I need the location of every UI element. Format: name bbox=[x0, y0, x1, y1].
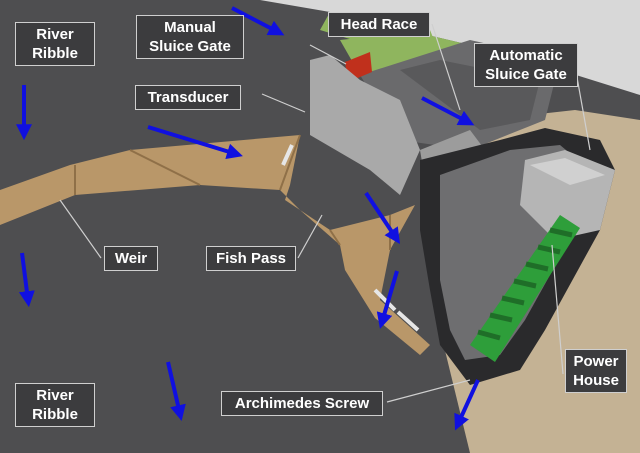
label-line: Ribble bbox=[32, 406, 78, 423]
label-transducer: Transducer bbox=[135, 85, 241, 110]
flow-direction-arrow bbox=[147, 125, 243, 160]
flow-direction-arrow bbox=[231, 6, 285, 36]
label-archimedes-screw: Archimedes Screw bbox=[221, 391, 383, 416]
flow-direction-arrow bbox=[454, 379, 480, 431]
label-power-house: Power House bbox=[565, 349, 627, 393]
power-house-roof bbox=[530, 158, 605, 185]
leader-lines bbox=[59, 23, 591, 403]
weir bbox=[0, 135, 430, 355]
label-river-ribble-bottom: River Ribble bbox=[15, 383, 95, 427]
label-line: Sluice Gate bbox=[485, 66, 567, 83]
label-river-ribble-top: River Ribble bbox=[15, 22, 95, 66]
label-line: Sluice Gate bbox=[149, 38, 231, 55]
flow-direction-arrow bbox=[364, 191, 400, 244]
weir-edges bbox=[74, 134, 391, 250]
flow-direction-arrow bbox=[421, 96, 475, 126]
label-line: Automatic bbox=[489, 47, 563, 64]
label-weir: Weir bbox=[104, 246, 158, 271]
label-line: Ribble bbox=[32, 45, 78, 62]
label-head-race: Head Race bbox=[328, 12, 430, 37]
label-line: House bbox=[573, 372, 619, 389]
label-line: River bbox=[36, 387, 74, 404]
label-manual-sluice-gate: Manual Sluice Gate bbox=[136, 15, 244, 59]
intake-structure bbox=[310, 55, 420, 195]
upper-bank bbox=[260, 0, 640, 95]
flow-direction-arrow bbox=[18, 252, 35, 308]
label-line: River bbox=[36, 26, 74, 43]
label-line: Manual bbox=[164, 19, 216, 36]
label-line: Power bbox=[573, 353, 619, 370]
flow-direction-arrows bbox=[16, 6, 480, 431]
label-fish-pass: Fish Pass bbox=[206, 246, 296, 271]
label-automatic-sluice-gate: Automatic Sluice Gate bbox=[474, 43, 578, 87]
fish-pass-steps bbox=[281, 144, 420, 332]
flow-direction-arrow bbox=[376, 270, 399, 329]
flow-direction-arrow bbox=[166, 361, 186, 422]
